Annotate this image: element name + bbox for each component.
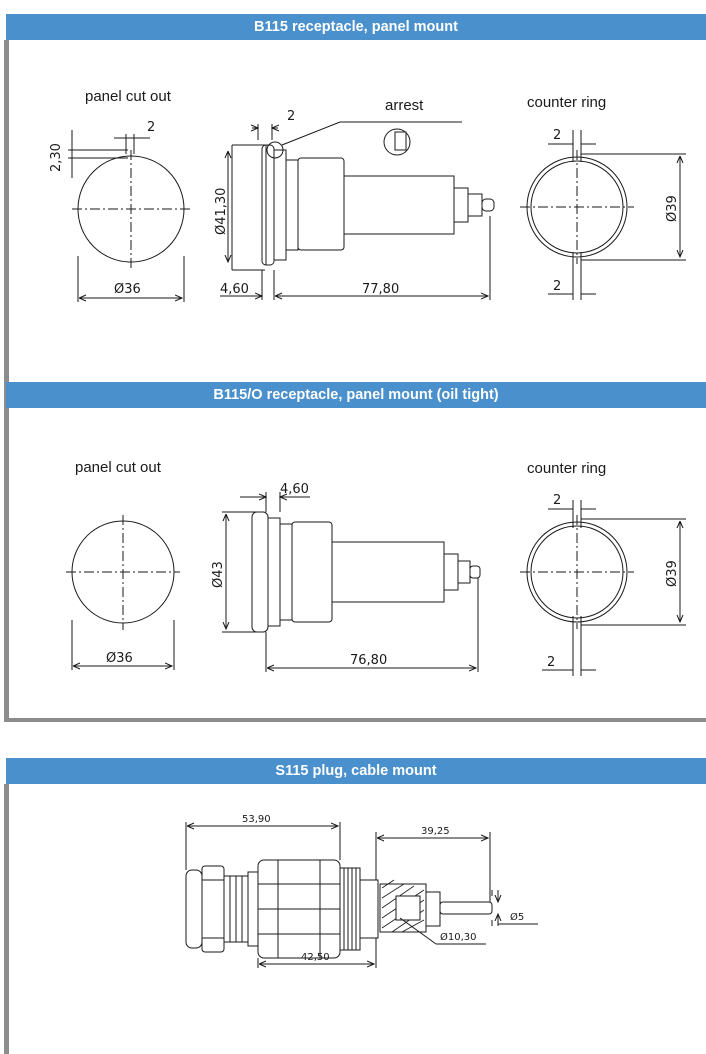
panel-1-border-left: [4, 40, 9, 720]
s1-dim-ring-bottom: 2: [553, 279, 561, 294]
s1-dim-flange-gap: 2: [287, 109, 295, 124]
s1-dim-flange-len: 4,60: [220, 282, 249, 297]
s1-arrest-label: arrest: [385, 97, 424, 114]
s1-dim-body-len: 77,80: [362, 282, 399, 297]
s2-cutout-label: panel cut out: [75, 459, 162, 476]
s1-dim-top-gap: 2: [147, 120, 155, 135]
s1-dim-ring-dia: Ø39: [665, 195, 680, 222]
s1-dim-ring-top: 2: [553, 128, 561, 143]
s1-counter-label: counter ring: [527, 94, 606, 111]
s1-cutout-label: panel cut out: [85, 88, 172, 105]
s2-dim-ring-top: 2: [553, 493, 561, 508]
s2-dim-body-dia: Ø43: [211, 561, 226, 588]
s3-dim-overall-left: 53,90: [242, 814, 271, 825]
s1-dim-cutout-dia: Ø36: [114, 282, 141, 297]
section-1-header: B115 receptacle, panel mount: [6, 14, 706, 40]
s3-dim-pin-dia: Ø5: [510, 911, 524, 923]
s2-dim-flange-len: 4,60: [280, 482, 309, 497]
s1-dim-body-dia: Ø41,30: [214, 188, 229, 235]
s3-dim-body-len: 42,50: [301, 952, 330, 963]
section-3-drawings: [185, 822, 538, 968]
s2-dim-ring-bottom: 2: [547, 655, 555, 670]
s2-dim-body-len: 76,80: [350, 653, 387, 668]
panel-3-border-left: [4, 784, 9, 1054]
section-1-drawings: [68, 121, 686, 302]
panel-1-border-bottom: [4, 718, 706, 722]
s2-dim-cutout-dia: Ø36: [106, 651, 133, 666]
s2-dim-ring-dia: Ø39: [665, 560, 680, 587]
s2-counter-label: counter ring: [527, 460, 606, 477]
section-3-header: S115 plug, cable mount: [6, 758, 706, 784]
s1-dim-left-offset: 2,30: [49, 143, 64, 172]
s3-dim-overall-right: 39,25: [421, 826, 450, 837]
s3-dim-insert-dia: Ø10,30: [440, 931, 477, 943]
section-2-header: B115/O receptacle, panel mount (oil tigh…: [6, 382, 706, 408]
section-2-drawings: [66, 492, 686, 676]
